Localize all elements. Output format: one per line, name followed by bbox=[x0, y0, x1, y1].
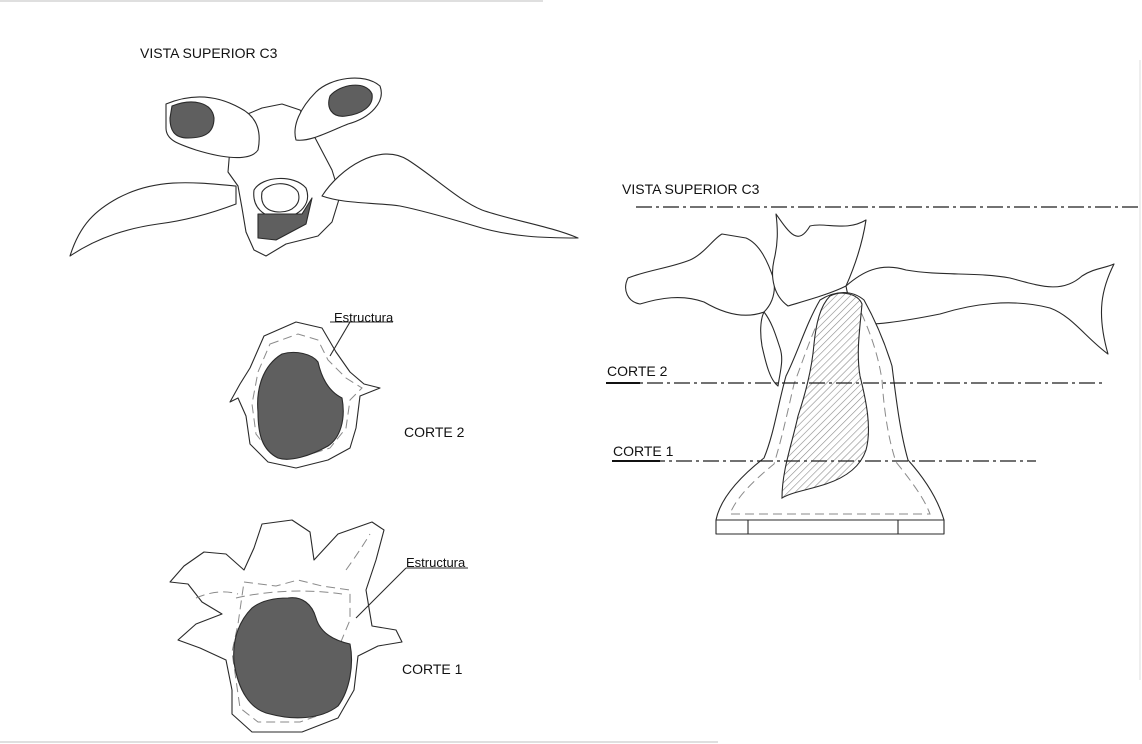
side-view-title: VISTA SUPERIOR C3 bbox=[622, 181, 760, 197]
cut-1-leader-line bbox=[355, 567, 407, 619]
side-view-vertebra bbox=[625, 213, 1115, 535]
top-view-title: VISTA SUPERIOR C3 bbox=[140, 45, 278, 61]
section-lines bbox=[620, 206, 1140, 462]
cut-1-upper-dashed-line bbox=[235, 590, 343, 599]
right-transverse-process bbox=[321, 153, 579, 239]
right-articular-hole bbox=[328, 84, 373, 117]
side-mid-left-block bbox=[760, 311, 783, 387]
cut-1-label: CORTE 1 bbox=[402, 661, 463, 677]
spinous-foramen bbox=[257, 197, 313, 241]
cut-2-dark-core bbox=[257, 351, 344, 460]
cut-1-dark-core bbox=[233, 597, 353, 719]
cut-2-leader-line bbox=[329, 321, 351, 357]
cut-1-structure-label: Estructura bbox=[406, 555, 466, 570]
cut-1-section bbox=[169, 519, 468, 733]
cut-2-section bbox=[229, 321, 393, 469]
cut-2-label: CORTE 2 bbox=[404, 424, 465, 440]
cut-2-structure-label: Estructura bbox=[334, 310, 394, 325]
left-transverse-process bbox=[69, 182, 237, 257]
left-articular-hole bbox=[169, 101, 215, 139]
cut-1-left-dashed-curve bbox=[195, 591, 239, 599]
side-base-plate bbox=[715, 519, 945, 535]
inner-foramen bbox=[261, 183, 300, 213]
cut-2-inner-dashed-outline bbox=[251, 333, 363, 459]
cut-1-right-dashed-curve bbox=[345, 533, 371, 571]
top-view-vertebra bbox=[69, 77, 579, 257]
side-cut-1-label: CORTE 1 bbox=[613, 443, 674, 459]
side-hatched-structure bbox=[781, 292, 869, 499]
side-cut-2-label: CORTE 2 bbox=[607, 363, 668, 379]
side-left-process bbox=[625, 233, 775, 316]
side-right-process bbox=[845, 263, 1115, 355]
